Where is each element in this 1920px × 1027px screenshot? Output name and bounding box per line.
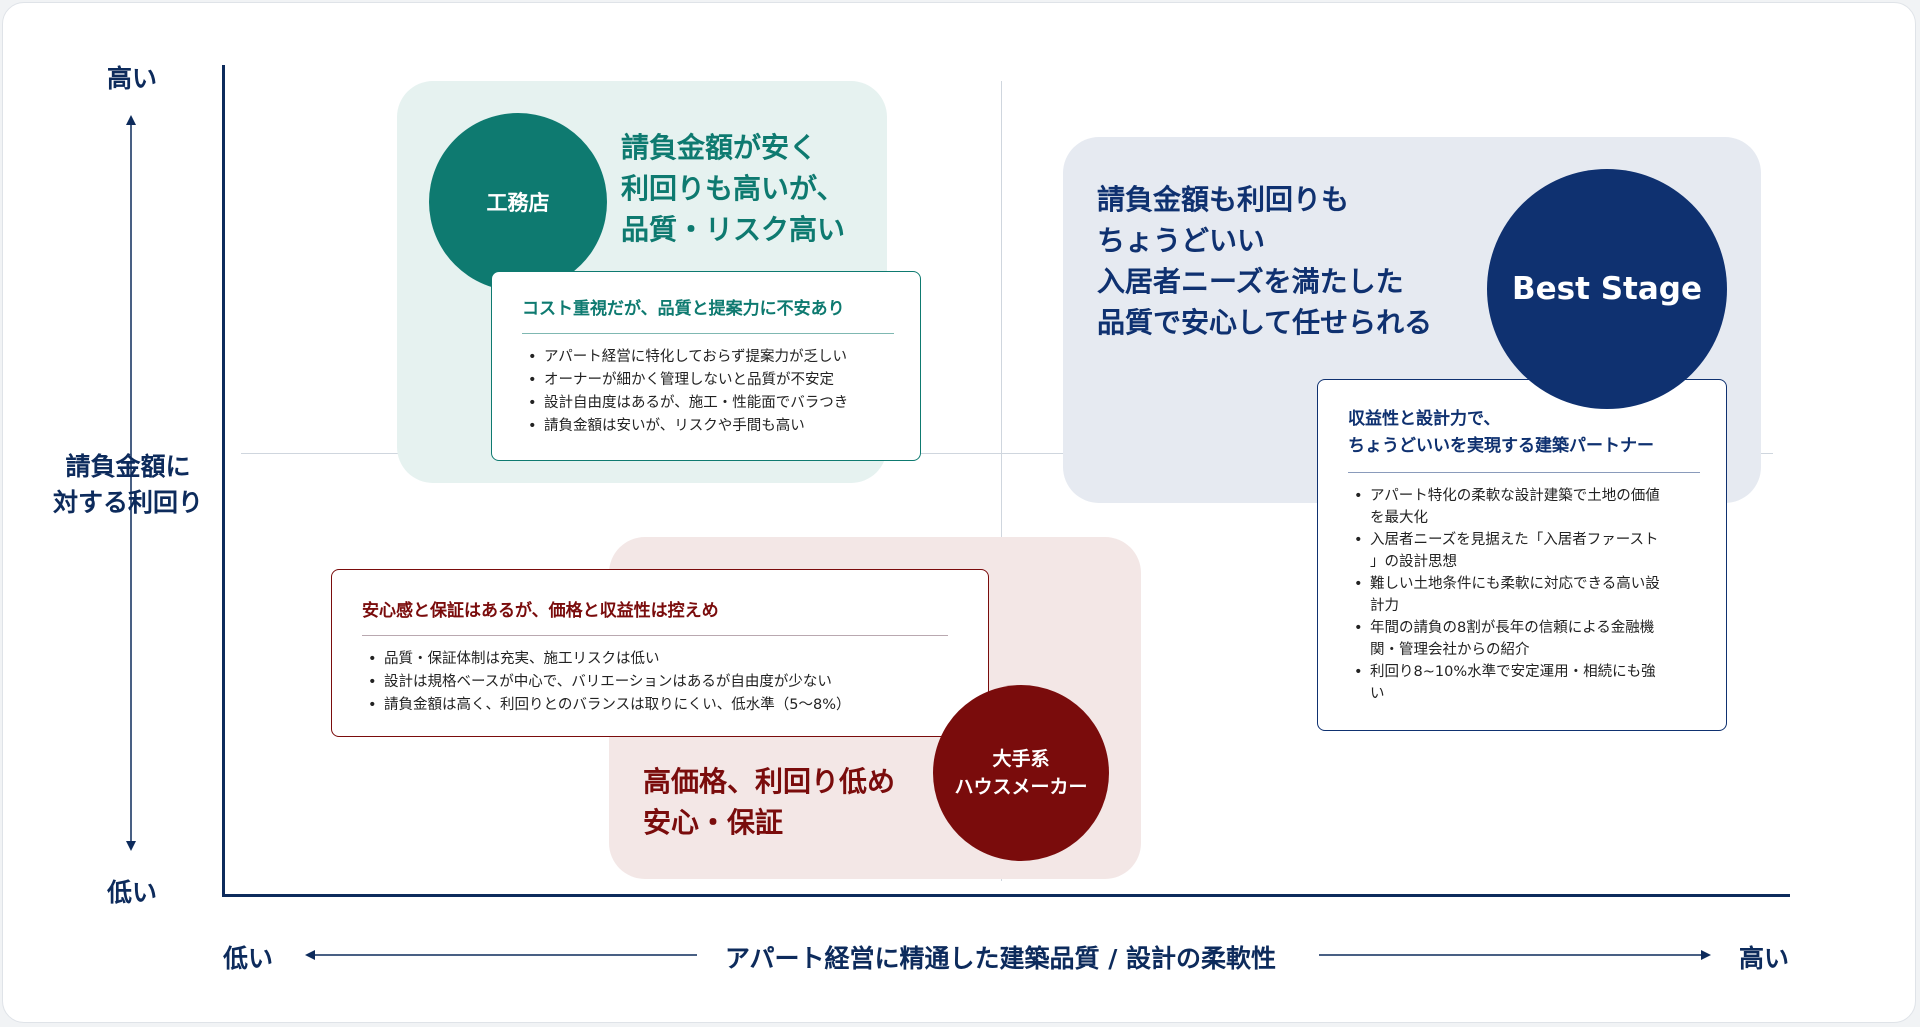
x-axis-line xyxy=(222,894,1790,897)
koumuten-detail-box: コスト重視だが、品質と提案力に不安あり アパート経営に特化しておらず提案力が乏し… xyxy=(491,271,921,461)
list-item: 請負金額は安いが、リスクや手間も高い xyxy=(522,415,894,438)
list-item: 品質・保証体制は充実、施工リスクは低い xyxy=(362,648,962,671)
list-item: 設計は規格ベースが中心で、バリエーションはあるが自由度が少ない xyxy=(362,671,962,694)
list-item: オーナーが細かく管理しないと品質が不安定 xyxy=(522,369,894,392)
best-stage-circle: Best Stage xyxy=(1487,169,1727,409)
housemaker-box-rule xyxy=(362,635,948,636)
koumuten-bullet-list: アパート経営に特化しておらず提案力が乏しい オーナーが細かく管理しないと品質が不… xyxy=(522,346,894,438)
x-axis-low-label: 低い xyxy=(223,944,274,973)
housemaker-detail-box: 安心感と保証はあるが、価格と収益性は控えめ 品質・保証体制は充実、施工リスクは低… xyxy=(331,569,989,737)
best-stage-box-title: 収益性と設計力で、 ちょうどいいを実現する建築パートナー xyxy=(1348,409,1654,456)
x-axis-title: アパート経営に精通した建築品質 / 設計の柔軟性 xyxy=(725,944,1277,973)
list-item: 入居者ニーズを見据えた「入居者ファースト」の設計思想 xyxy=(1348,529,1700,573)
housemaker-box-title: 安心感と保証はあるが、価格と収益性は控えめ xyxy=(362,601,719,621)
koumuten-box-rule xyxy=(522,333,894,334)
housemaker-circle: 大手系 ハウスメーカー xyxy=(933,685,1109,861)
list-item: アパート経営に特化しておらず提案力が乏しい xyxy=(522,346,894,369)
best-stage-box-rule xyxy=(1348,472,1700,473)
x-axis-high-label: 高い xyxy=(1739,944,1790,973)
best-stage-detail-box: 収益性と設計力で、 ちょうどいいを実現する建築パートナー アパート特化の柔軟な設… xyxy=(1317,379,1727,731)
koumuten-circle: 工務店 xyxy=(429,113,607,291)
housemaker-headline: 高価格、利回り低め 安心・保証 xyxy=(643,765,896,839)
list-item: 設計自由度はあるが、施工・性能面でバラつき xyxy=(522,392,894,415)
housemaker-bullet-list: 品質・保証体制は充実、施工リスクは低い 設計は規格ベースが中心で、バリエーション… xyxy=(362,648,962,717)
horizontal-divider xyxy=(241,453,1773,454)
list-item: 請負金額は高く、利回りとのバランスは取りにくい、低水準（5〜8%） xyxy=(362,694,962,717)
koumuten-box-title: コスト重視だが、品質と提案力に不安あり xyxy=(522,299,845,319)
vertical-divider xyxy=(1001,81,1002,881)
koumuten-headline: 請負金額が安く 利回りも高いが、 品質・リスク高い xyxy=(621,131,846,246)
y-axis-low-label: 低い xyxy=(107,878,158,907)
y-axis-high-label: 高い xyxy=(107,64,158,93)
y-axis-arrow xyxy=(126,115,136,851)
x-axis-left-arrow xyxy=(305,950,697,960)
x-axis-right-arrow xyxy=(1319,950,1711,960)
y-axis-line xyxy=(222,65,225,896)
best-stage-headline: 請負金額も利回りも ちょうどいい 入居者ニーズを満たした 品質で安心して任せられ… xyxy=(1097,183,1433,339)
y-axis-title: 請負金額に 対する利回り xyxy=(52,452,203,517)
